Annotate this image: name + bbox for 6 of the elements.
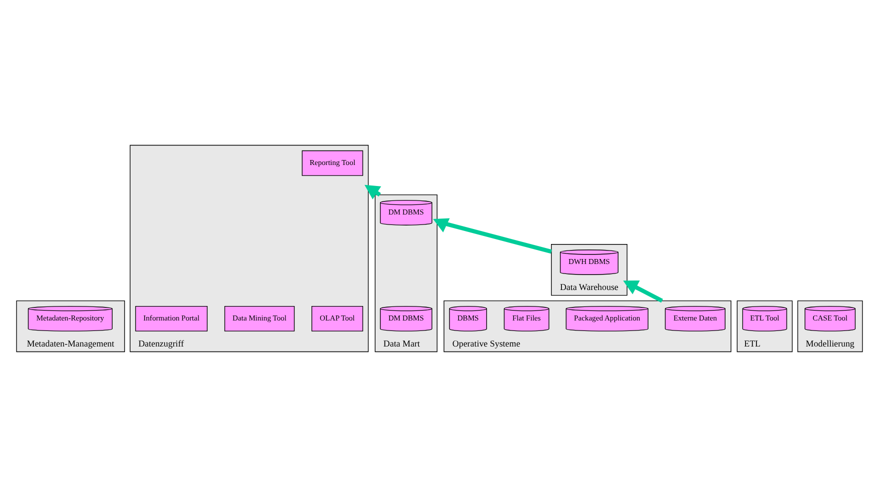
arrow (623, 280, 664, 303)
node-box: Data Mining Tool (224, 306, 295, 332)
node-box: OLAP Tool (311, 306, 364, 332)
node-box: Reporting Tool (302, 150, 364, 176)
node-box: Information Portal (135, 306, 208, 332)
arrow (433, 218, 552, 254)
